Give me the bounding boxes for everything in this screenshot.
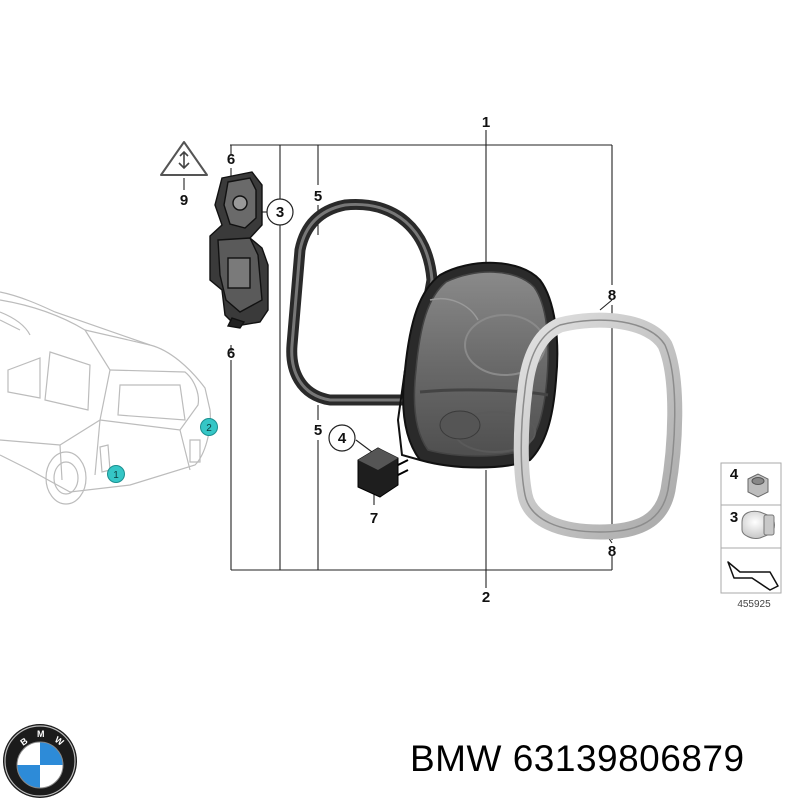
svg-text:2: 2 xyxy=(206,423,212,434)
callout-6-top: 6 xyxy=(227,151,235,168)
trim-ring xyxy=(513,312,683,540)
gasket xyxy=(286,198,438,406)
callout-4-circle: 4 xyxy=(328,424,356,452)
bulb-holder xyxy=(209,171,269,329)
nut-icon xyxy=(747,473,769,498)
callout-6-bottom: 6 xyxy=(227,345,235,362)
part-number: 63139806879 xyxy=(512,738,745,779)
legend-3: 3 xyxy=(730,509,738,526)
callout-8-bottom: 8 xyxy=(608,543,616,560)
relay-socket xyxy=(357,447,409,498)
bmw-logo: B M W xyxy=(3,724,77,798)
car-illustration xyxy=(0,291,211,505)
svg-text:M: M xyxy=(37,729,45,739)
part-number-caption: BMW 63139806879 xyxy=(410,738,745,780)
callout-9: 9 xyxy=(180,192,188,209)
svg-text:3: 3 xyxy=(276,204,284,221)
legend-code: 455925 xyxy=(737,599,771,610)
callout-5-bottom: 5 xyxy=(314,422,322,439)
car-marker-2: 2 xyxy=(200,418,218,436)
callout-1: 1 xyxy=(482,114,490,131)
callout-5-top: 5 xyxy=(314,188,322,205)
callout-2: 2 xyxy=(482,589,490,606)
legend-4: 4 xyxy=(730,466,739,483)
svg-text:4: 4 xyxy=(338,430,347,447)
bulb-icon xyxy=(741,510,775,539)
car-marker-1: 1 xyxy=(107,465,125,483)
warning-triangle-icon xyxy=(160,141,208,176)
svg-text:1: 1 xyxy=(113,470,119,481)
callout-3-circle: 3 xyxy=(266,198,294,226)
svg-text:B: B xyxy=(18,735,29,747)
brand-name: BMW xyxy=(410,738,502,779)
leader-lines xyxy=(183,130,613,588)
callout-7: 7 xyxy=(370,510,378,527)
parts-arrow-icon xyxy=(727,561,779,591)
callout-8-top: 8 xyxy=(608,287,616,304)
